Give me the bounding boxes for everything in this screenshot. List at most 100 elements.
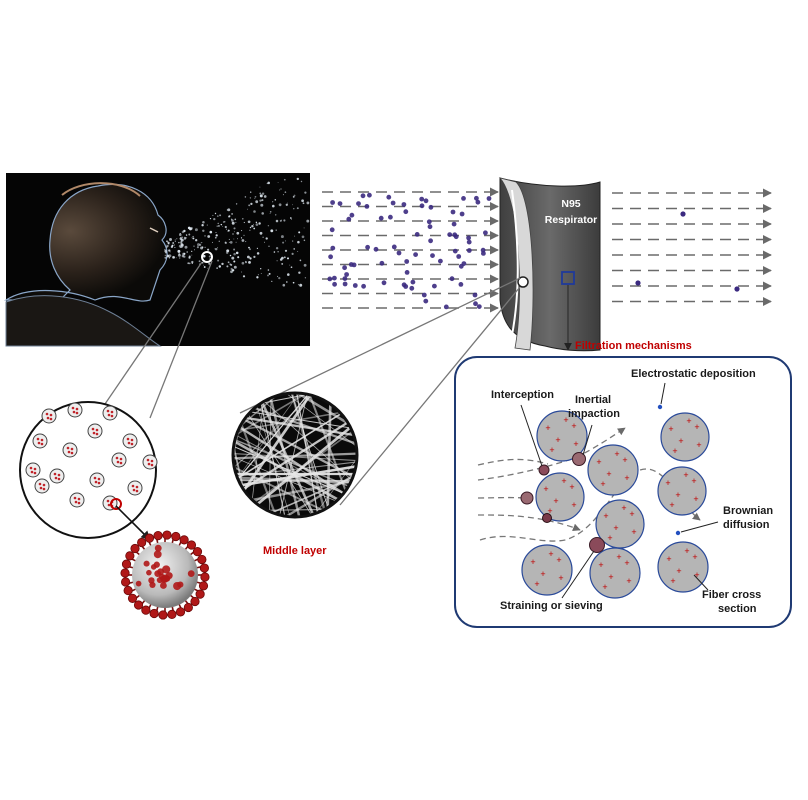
charge-symbol: + [694,422,699,432]
aerosol-droplet [89,472,105,488]
droplet-spray [164,177,310,287]
charge-symbol: + [571,500,576,510]
charge-symbol: + [569,482,574,492]
sneeze-photo [3,173,310,347]
charge-symbol: + [675,490,680,500]
zoom-marker-layer [517,276,529,288]
fiber-cross-section: ++++++ [535,472,585,522]
aerosol-droplet [25,462,41,478]
charge-symbol: + [626,576,631,586]
charge-symbol: + [571,421,576,431]
filtration-mechanisms-panel: ++++++++++++++++++++++++++++++++++++++++… [454,356,792,628]
charge-symbol: + [665,478,670,488]
charge-symbol: + [666,554,671,564]
zoom-marker-droplet [201,251,213,263]
charge-symbol: + [547,506,552,516]
zoom-line [339,286,521,506]
aerosol-droplet [69,492,85,508]
label-electrostatic: Electrostatic deposition [631,368,756,380]
label-straining: Straining or sieving [500,600,603,612]
highlighted-aerosol [110,498,122,510]
charge-symbol: + [614,449,619,459]
aerosol-droplet [111,452,127,468]
label-inertial-line2: impaction [568,408,620,420]
charge-symbol: + [622,455,627,465]
fiber-cross-section: ++++++ [657,466,707,516]
captured-particles [520,404,681,553]
label-fiber-cross-line2: section [718,603,757,615]
charge-symbol: + [613,523,618,533]
label-brownian-line2: diffusion [723,519,770,531]
charge-symbol: + [696,440,701,450]
charge-symbol: + [558,573,563,583]
zoom-marker-fibers [561,271,575,285]
aerosol-droplet [127,480,143,496]
charge-symbol: + [684,546,689,556]
fiber-cross-section: ++++++ [587,444,639,496]
charge-symbol: + [573,439,578,449]
aerosol-droplet [142,454,158,470]
aerosol-droplet [49,468,65,484]
charge-symbol: + [694,570,699,580]
fiber-cross-section: ++++++ [595,499,645,549]
respirator-label-line2: Respirator [545,214,598,226]
zoom-line [239,277,521,414]
fiber-cross-sections: ++++++++++++++++++++++++++++++++++++++++… [521,410,710,599]
aerosol-droplet-zoom [19,401,158,539]
charge-symbol: + [621,503,626,513]
charge-symbol: + [548,549,553,559]
charge-symbol: + [606,469,611,479]
charge-symbol: + [530,557,535,567]
zoom-line [149,260,213,419]
charge-symbol: + [686,416,691,426]
charge-symbol: + [603,511,608,521]
charge-symbol: + [691,476,696,486]
charge-symbol: + [543,484,548,494]
n95-respirator: N95 Respirator [498,177,601,352]
charge-symbol: + [683,470,688,480]
filtration-mechanisms-label: Filtration mechanisms [575,340,692,352]
charge-symbol: + [624,558,629,568]
charge-symbol: + [608,572,613,582]
charge-symbol: + [598,560,603,570]
fiber-cross-section: ++++++ [521,544,573,596]
aerosol-droplet [32,433,48,449]
fiber-cross-section: ++++++ [589,547,641,599]
aerosol-droplet [41,408,57,424]
charge-symbol: + [561,476,566,486]
aerosol-droplet [62,442,78,458]
charge-symbol: + [692,552,697,562]
virus-arrow [115,505,151,541]
charge-symbol: + [672,446,677,456]
charge-symbol: + [616,552,621,562]
label-interception: Interception [491,389,554,401]
charge-symbol: + [669,500,674,510]
charge-symbol: + [600,479,605,489]
charge-symbol: + [555,435,560,445]
charge-symbol: + [534,579,539,589]
charge-symbol: + [540,569,545,579]
aerosol-droplet [67,402,83,418]
charge-symbol: + [602,582,607,592]
charge-symbol: + [693,494,698,504]
label-leader-lines [520,382,719,599]
filtered-airflow-arrows [612,188,772,306]
charge-symbol: + [545,423,550,433]
charge-symbol: + [596,457,601,467]
aerosol-droplet [102,405,118,421]
charge-symbol: + [678,436,683,446]
fiber-cross-section: ++++++ [660,412,710,462]
charge-symbol: + [556,555,561,565]
charge-symbol: + [549,445,554,455]
charge-symbol: + [676,566,681,576]
escaped-particles [635,211,740,292]
charge-symbol: + [670,576,675,586]
person-silhouette [3,182,168,347]
fiber-cross-section: ++++++ [536,410,588,462]
charge-symbol: + [629,509,634,519]
aerosol-droplet [87,423,103,439]
charge-symbol: + [631,527,636,537]
fiber-cross-section: ++++++ [657,541,709,593]
charge-symbol: + [624,473,629,483]
